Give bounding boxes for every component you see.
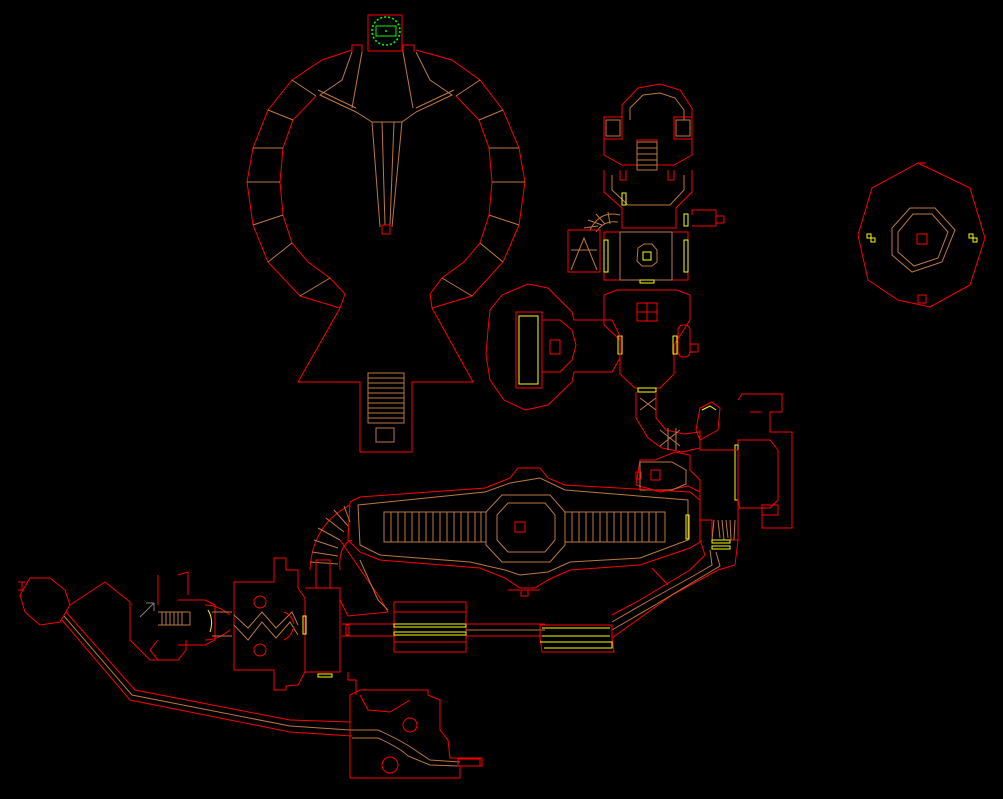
east-complex (485, 83, 725, 453)
north-arena (246, 14, 526, 453)
south-corridor (317, 601, 615, 678)
southwest-lab (18, 557, 483, 779)
player-circle-icon (371, 16, 401, 46)
arrow-icon (139, 602, 155, 618)
main-hall (309, 467, 739, 639)
east-tower (635, 393, 793, 541)
east-shrine (857, 162, 986, 308)
